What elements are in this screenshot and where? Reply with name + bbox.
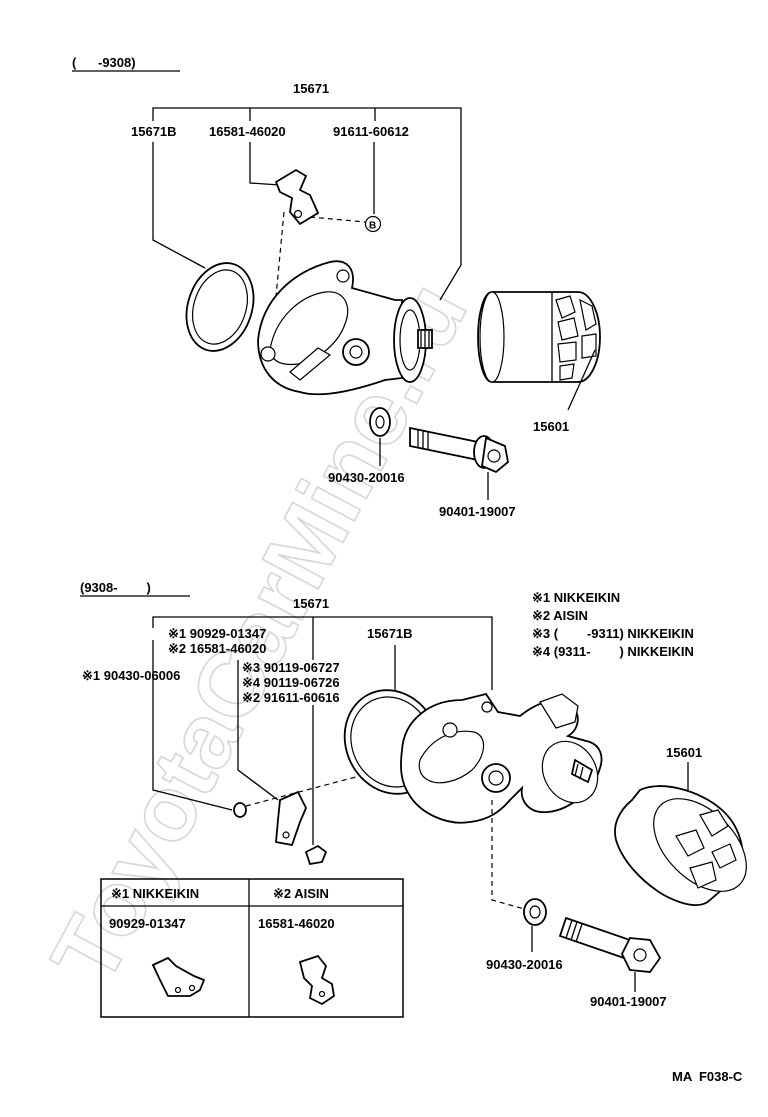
table-bracket-aisin bbox=[298, 954, 335, 1006]
top-filter-leader bbox=[567, 349, 596, 411]
legend-item-3: ※3 ( -9311) NIKKEIKIN bbox=[532, 626, 694, 641]
top-oil-filter bbox=[477, 291, 601, 383]
top-section: ( -9308) 15671 15671B 16581-46020 91611-… bbox=[72, 55, 601, 519]
top-callout-b-text: B bbox=[369, 221, 376, 232]
footer-code: MA F038-C bbox=[672, 1069, 743, 1084]
bottom-gasket-label[interactable]: 15671B bbox=[367, 626, 413, 641]
top-bracket-dash bbox=[269, 211, 285, 361]
top-bolt-dash bbox=[309, 216, 366, 223]
bottom-union-bolt bbox=[558, 916, 662, 973]
top-callout-b-circle bbox=[364, 215, 382, 233]
top-gasket-ring-inner bbox=[192, 269, 248, 345]
top-washer-label[interactable]: 90430-20016 bbox=[328, 470, 405, 485]
top-bracket-label[interactable]: 16581-46020 bbox=[209, 124, 286, 139]
top-bracket-part bbox=[274, 168, 320, 226]
top-assembly-bracket bbox=[152, 107, 462, 301]
legend-item-4: ※4 (9311- ) NIKKEIKIN bbox=[532, 644, 694, 659]
top-union-bolt-label[interactable]: 90401-19007 bbox=[439, 504, 516, 519]
top-gasket-label[interactable]: 15671B bbox=[131, 124, 177, 139]
bottom-bolt-3-label[interactable]: ※3 90119-06727 bbox=[242, 660, 340, 675]
bottom-range-label: (9308- ) bbox=[80, 580, 151, 595]
bottom-washer-label[interactable]: 90430-20016 bbox=[486, 957, 563, 972]
bottom-filter-label[interactable]: 15601 bbox=[666, 745, 702, 760]
variant-table: ※1 NIKKEIKIN ※2 AISIN 90929-01347 16581-… bbox=[100, 878, 404, 1018]
top-union-bolt bbox=[409, 426, 509, 474]
table-bracket-nikkeikin bbox=[151, 956, 206, 997]
legend-item-2: ※2 AISIN bbox=[532, 608, 588, 623]
top-oil-filter-housing bbox=[257, 260, 433, 396]
bottom-union-bolt-label[interactable]: 90401-19007 bbox=[590, 994, 667, 1009]
bottom-small-bolt bbox=[304, 844, 328, 866]
bottom-washer-small-leader bbox=[152, 640, 233, 811]
bottom-oil-filter-housing bbox=[400, 692, 603, 824]
bottom-small-washer bbox=[233, 802, 247, 818]
table-part-nikkeikin[interactable]: 90929-01347 bbox=[109, 916, 186, 931]
bottom-assembly-label[interactable]: 15671 bbox=[293, 596, 329, 611]
bottom-washer-hole bbox=[529, 905, 541, 919]
bottom-washer-dash-line bbox=[491, 800, 529, 911]
bottom-bolt-4-label[interactable]: ※4 90119-06726 bbox=[242, 675, 340, 690]
bottom-bolt-2-label[interactable]: ※2 91611-60616 bbox=[242, 690, 340, 705]
top-bolt-label[interactable]: 91611-60612 bbox=[333, 124, 409, 139]
bottom-bracket-2-label[interactable]: ※2 16581-46020 bbox=[168, 641, 266, 656]
bottom-assembly-bracket bbox=[152, 616, 493, 690]
top-gasket-leader bbox=[152, 142, 206, 269]
bottom-section: (9308- ) 15671 ※1 90929-01347 ※2 16581-4… bbox=[80, 580, 747, 1084]
bottom-washer-dash bbox=[245, 759, 421, 807]
bottom-washer-small-label[interactable]: ※1 90430-06006 bbox=[82, 668, 180, 683]
top-assembly-label[interactable]: 15671 bbox=[293, 81, 329, 96]
top-washer-hole bbox=[375, 415, 385, 429]
bottom-oil-filter bbox=[614, 785, 747, 907]
legend-item-1: ※1 NIKKEIKIN bbox=[532, 590, 620, 605]
top-bracket-leader bbox=[249, 142, 281, 186]
table-header-nikkeikin: ※1 NIKKEIKIN bbox=[111, 886, 199, 901]
table-header-aisin: ※2 AISIN bbox=[273, 886, 329, 901]
bottom-bracket-1-label[interactable]: ※1 90929-01347 bbox=[168, 626, 266, 641]
top-filter-label[interactable]: 15601 bbox=[533, 419, 569, 434]
top-range-label: ( -9308) bbox=[72, 55, 136, 70]
bottom-bracket-part bbox=[275, 790, 307, 847]
table-part-aisin[interactable]: 16581-46020 bbox=[258, 916, 335, 931]
bottom-bracket-leader bbox=[237, 660, 279, 801]
